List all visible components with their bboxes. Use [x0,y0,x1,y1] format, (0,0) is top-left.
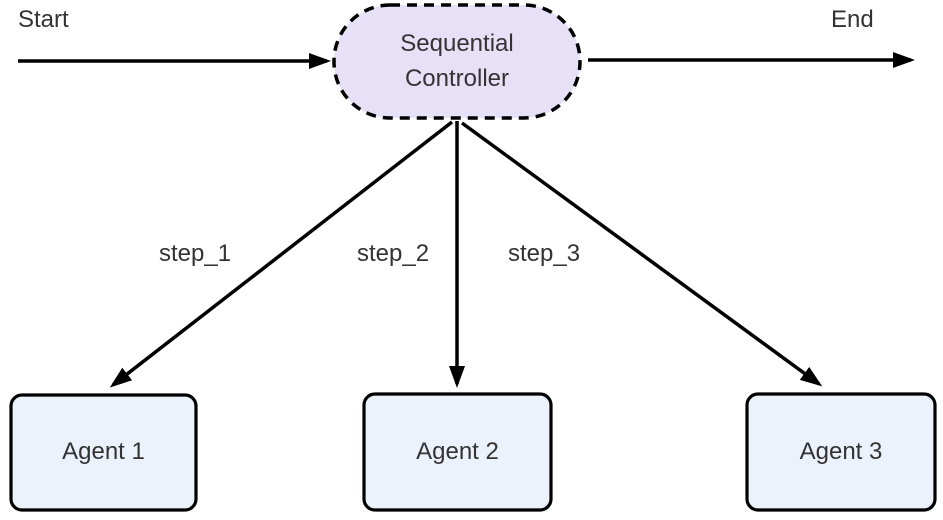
agent1-label: Agent 1 [11,395,196,510]
end-label: End [831,6,874,33]
step1-edge-label: step_1 [159,240,232,267]
agent2-label-text: Agent 2 [416,437,499,465]
agent2-node [362,392,553,512]
agent3-node [745,392,937,512]
step3-edge-label: step_3 [508,240,581,267]
agent3-label: Agent 3 [747,394,935,510]
controller-node [332,3,582,120]
agent2-label: Agent 2 [364,394,551,510]
edge-controller-to-agent1 [109,120,454,388]
edge-controller-to-agent3 [460,121,823,387]
controller-label-text: Sequential Controller [400,29,514,92]
agent1-node [9,393,198,512]
agent1-label-text: Agent 1 [62,438,145,466]
start-label: Start [18,6,69,33]
step2-edge-label: step_2 [357,240,430,267]
agent3-label-text: Agent 3 [799,437,883,465]
controller-label: Sequential Controller [334,5,580,118]
